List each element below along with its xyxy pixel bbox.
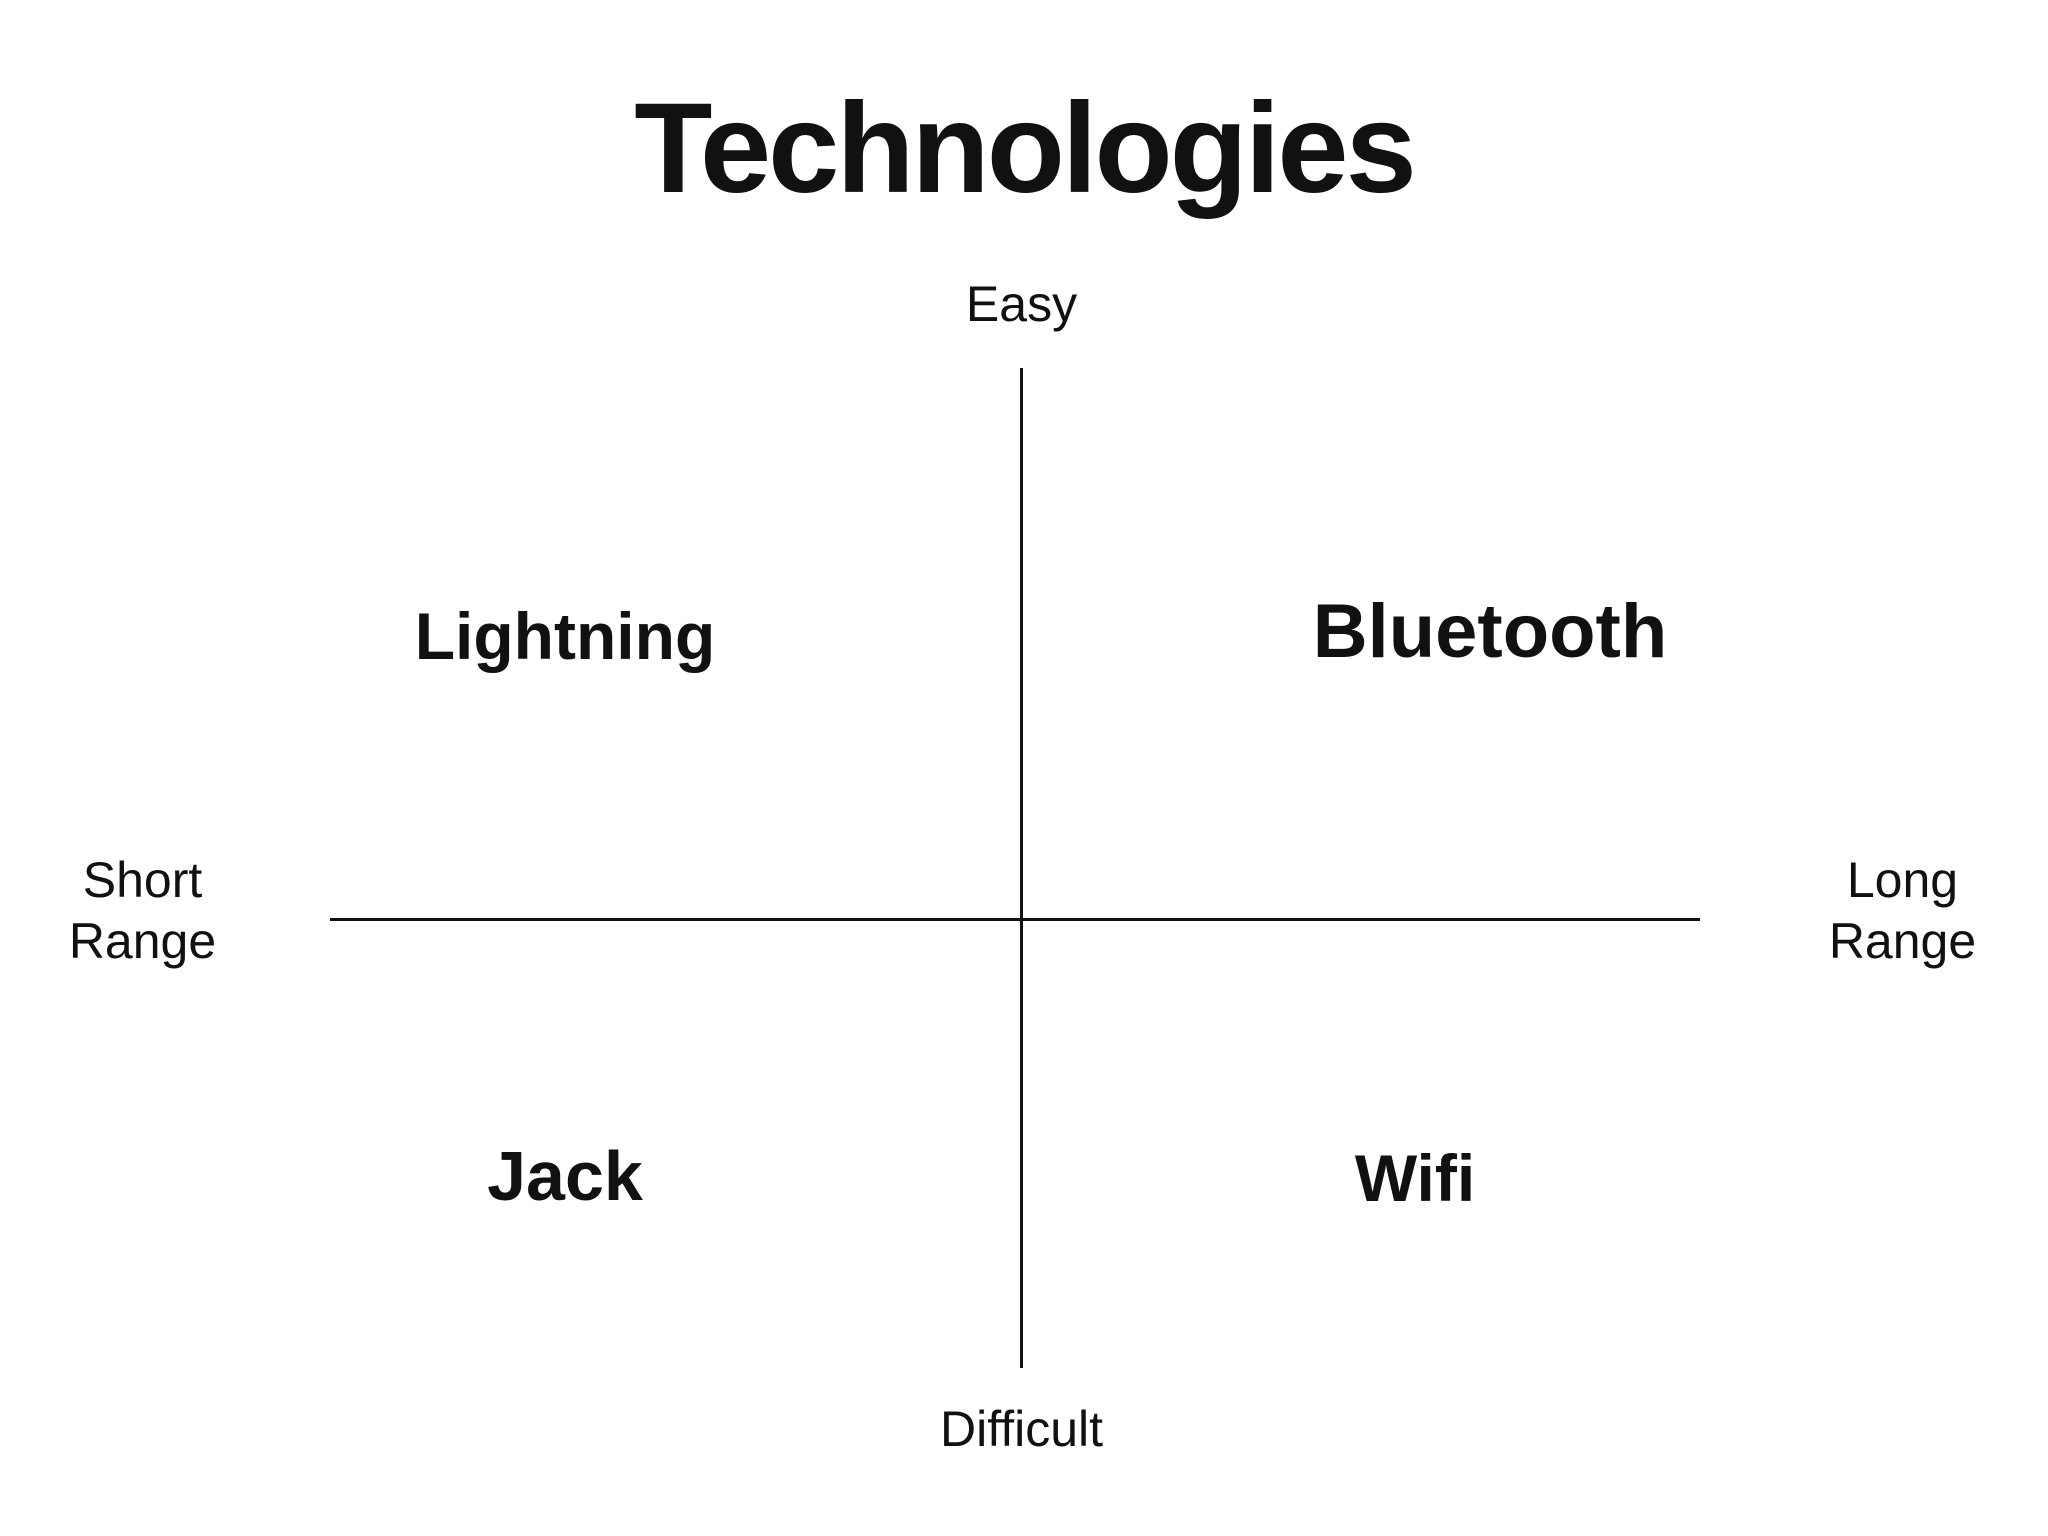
quadrant-label-bottom-right: Wifi — [1354, 1141, 1476, 1215]
vertical-axis-line — [1020, 368, 1023, 1368]
axis-label-top: Easy — [965, 276, 1078, 332]
axis-label-right: Long Range — [1828, 852, 1977, 969]
quadrant-label-top-left: Lightning — [414, 599, 716, 673]
axis-label-bottom: Difficult — [939, 1401, 1103, 1457]
quadrant-label-bottom-left: Jack — [487, 1137, 643, 1215]
axis-label-left: Short Range — [68, 852, 217, 969]
diagram-title: Technologies — [634, 77, 1417, 220]
quadrant-label-top-right: Bluetooth — [1312, 589, 1668, 674]
horizontal-axis-line — [330, 918, 1700, 921]
